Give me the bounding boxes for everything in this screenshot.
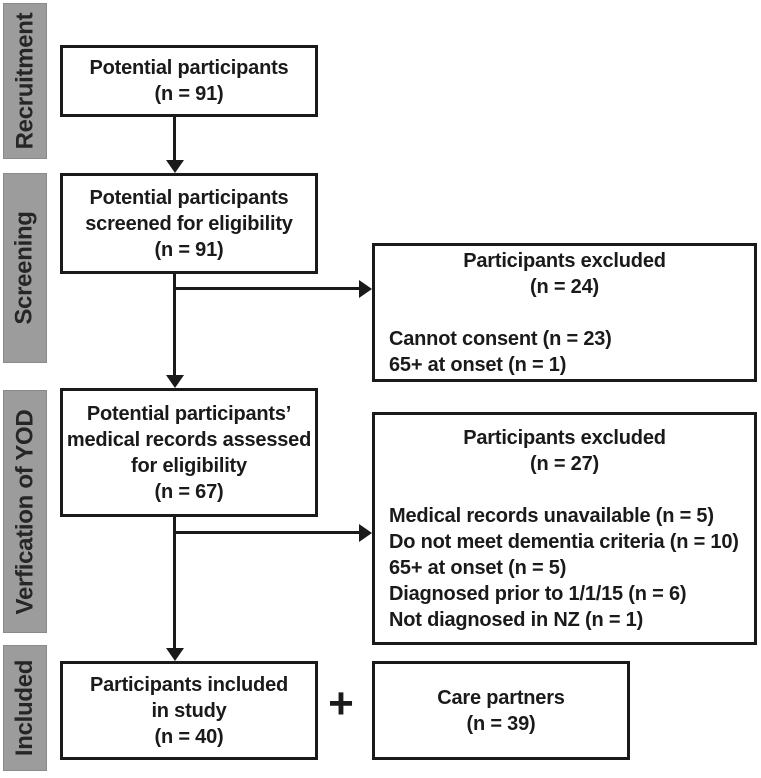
stage-label-recruitment: Recruitment (11, 12, 39, 150)
box-potential-participants: Potential participants (n = 91) (60, 45, 318, 117)
box-line: (n = 91) (154, 83, 224, 105)
excluded-reasons-list: Medical records unavailable (n = 5) Do n… (375, 503, 754, 633)
box-line: in study (151, 699, 227, 722)
arrow-line-to-excluded-yod (174, 531, 360, 534)
stage-bar-recruitment: Recruitment (3, 3, 47, 159)
box-line: (n = 40) (154, 725, 224, 748)
excluded-header: Participants excluded (n = 27) (463, 425, 666, 477)
arrowhead-right-icon (359, 280, 372, 298)
box-line: Participants excluded (463, 426, 666, 449)
box-line: (n = 27) (530, 452, 599, 475)
box-line: for eligibility (131, 454, 247, 477)
stage-label-included: Included (11, 659, 38, 757)
box-participants-included: Participants included in study (n = 40) (60, 661, 318, 760)
box-medical-records-assessed: Potential participants’ medical records … (60, 388, 318, 517)
list-item: Medical records unavailable (n = 5) (389, 504, 714, 527)
box-line: Potential participants (89, 186, 289, 209)
arrowhead-down-icon (166, 375, 184, 388)
box-screened-for-eligibility: Potential participants screened for elig… (60, 173, 318, 274)
list-item: Not diagnosed in NZ (n = 1) (389, 608, 644, 631)
box-line: Participants included (89, 673, 289, 696)
box-line: Potential participants’ (86, 402, 292, 425)
list-item: Cannot consent (n = 23) (389, 327, 612, 350)
box-line: (n = 24) (530, 275, 599, 298)
arrow-line-screening-to-yod (173, 274, 176, 375)
box-line: Potential participants (89, 57, 289, 79)
stage-bar-screening: Screening (3, 173, 47, 363)
box-line: (n = 39) (466, 712, 536, 735)
stage-bar-included: Included (3, 645, 47, 771)
arrow-line-to-excluded-screening (174, 287, 360, 290)
list-item: Do not meet dementia criteria (n = 10) (389, 530, 739, 553)
box-excluded-screening: Participants excluded (n = 24) Cannot co… (372, 243, 757, 382)
box-care-partners: Care partners (n = 39) (372, 661, 630, 760)
arrowhead-right-icon (359, 524, 372, 542)
stage-label-verification-of-yod: Verfication of YOD (11, 409, 38, 614)
box-line: Care partners (437, 686, 565, 709)
arrowhead-down-icon (166, 160, 184, 173)
list-item: 65+ at onset (n = 5) (389, 556, 567, 579)
plus-sign: + (328, 679, 354, 728)
stage-label-screening: Screening (11, 211, 38, 325)
arrow-line-yod-to-included (173, 517, 176, 648)
box-line: medical records assessed (66, 428, 312, 451)
stage-bar-verification-of-yod: Verfication of YOD (3, 390, 47, 633)
box-excluded-yod: Participants excluded (n = 27) Medical r… (372, 412, 757, 645)
arrowhead-down-icon (166, 648, 184, 661)
excluded-header: Participants excluded (n = 24) (463, 248, 666, 300)
box-line: Participants excluded (463, 249, 666, 272)
box-line: screened for eligibility (85, 212, 293, 235)
list-item: Diagnosed prior to 1/1/15 (n = 6) (389, 582, 687, 605)
arrow-line-recruitment-to-screening (173, 117, 176, 162)
list-item: 65+ at onset (n = 1) (389, 353, 567, 376)
box-line: (n = 67) (154, 480, 224, 503)
box-line: (n = 91) (154, 238, 224, 261)
excluded-reasons-list: Cannot consent (n = 23) 65+ at onset (n … (375, 326, 754, 378)
